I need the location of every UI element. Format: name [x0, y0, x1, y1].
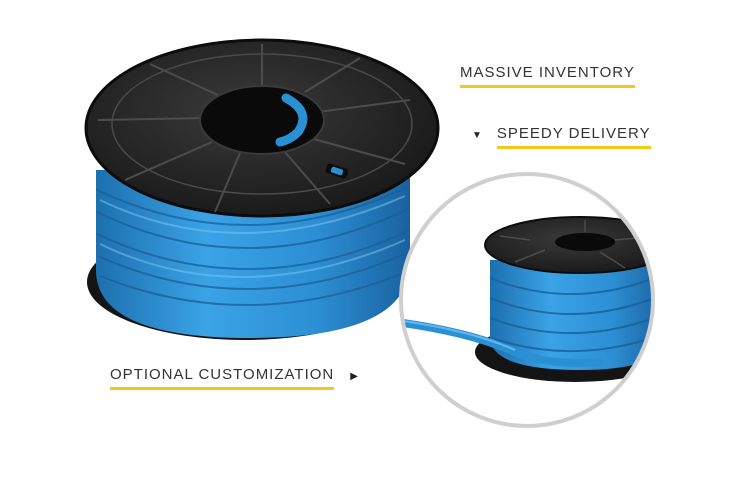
- main-spool: [84, 38, 440, 340]
- down-arrow-icon: ▼: [472, 130, 483, 141]
- zoom-detail: [399, 172, 655, 428]
- feature-speedy-delivery: ▼ SPEEDY DELIVERY: [472, 125, 651, 149]
- right-arrow-icon: ▶: [350, 371, 359, 382]
- feature-massive-inventory: MASSIVE INVENTORY: [460, 64, 635, 88]
- feature-optional-customization: OPTIONAL CUSTOMIZATION ▶: [110, 366, 359, 390]
- feature-label: OPTIONAL CUSTOMIZATION: [110, 366, 335, 390]
- feature-label: SPEEDY DELIVERY: [496, 125, 651, 149]
- feature-label: MASSIVE INVENTORY: [460, 64, 635, 88]
